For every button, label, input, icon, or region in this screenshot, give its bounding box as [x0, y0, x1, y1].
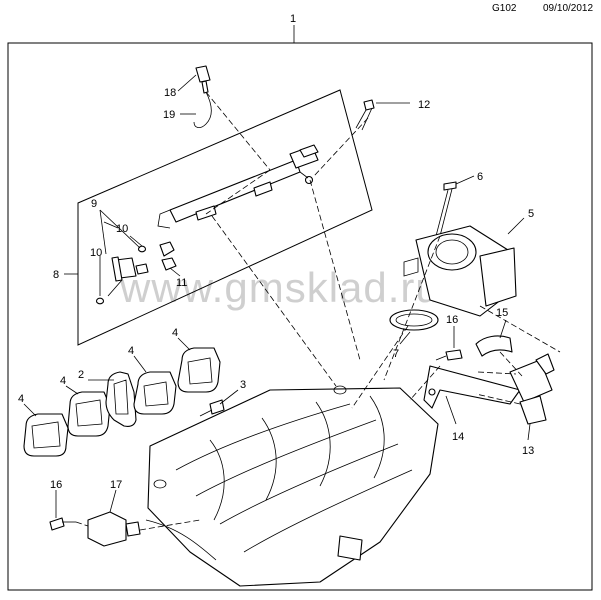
- gasket-4: [133, 371, 177, 415]
- injector-o-ring-upper: [137, 245, 147, 253]
- callout-8: 8: [53, 269, 59, 281]
- callout-5: 5: [528, 208, 534, 220]
- fuel-rail-kit-box: [77, 89, 373, 346]
- callout-2: 2: [78, 369, 84, 381]
- vacuum-hose: [475, 335, 513, 357]
- rail-bolt: [355, 99, 375, 131]
- map-sensor: [87, 511, 141, 547]
- callout-3: 3: [240, 379, 246, 391]
- purge-valve: [509, 353, 555, 425]
- callout-4-b: 4: [60, 375, 66, 387]
- gasket-3: [105, 371, 137, 427]
- watermark: www.gmsklad.ru: [119, 264, 440, 311]
- callout-18: 18: [164, 87, 176, 99]
- gasket-1: [23, 413, 69, 457]
- fuel-rail: [157, 144, 319, 229]
- mounting-bracket: [423, 365, 521, 409]
- throttle-gasket: [389, 309, 439, 331]
- callout-10-upper: 10: [116, 223, 128, 235]
- assembly-frame: [7, 42, 593, 591]
- callout-16-lower: 16: [50, 479, 62, 491]
- callout-14: 14: [452, 431, 464, 443]
- intake-manifold: [145, 385, 439, 587]
- callout-12: 12: [418, 99, 430, 111]
- fuel-injector: [107, 256, 149, 297]
- callout-11: 11: [176, 277, 187, 289]
- gasket-5: [177, 347, 221, 393]
- callout-7: 7: [393, 348, 399, 360]
- callout-15: 15: [496, 307, 508, 319]
- callout-10-lower: 10: [90, 247, 102, 259]
- sensor-harness: [193, 91, 212, 128]
- callout-4-a: 4: [18, 393, 24, 405]
- callout-6: 6: [477, 171, 483, 183]
- pressure-sensor: [195, 65, 211, 94]
- callout-17: 17: [110, 479, 122, 491]
- header-date: 09/10/2012: [543, 3, 593, 14]
- callout-4-c: 4: [128, 345, 134, 357]
- callout-19: 19: [163, 109, 175, 121]
- callout-16-upper: 16: [446, 314, 458, 326]
- throttle-bolt: [435, 181, 457, 237]
- header-code: G102: [492, 3, 517, 14]
- injector-o-ring-lower: [95, 297, 105, 305]
- callout-1: 1: [290, 13, 296, 25]
- callout-4-d: 4: [172, 327, 178, 339]
- bolt-upper: [445, 349, 463, 361]
- throttle-body: [403, 225, 517, 317]
- callout-9: 9: [91, 198, 97, 210]
- bolt-lower: [49, 517, 65, 531]
- injector-clip: [159, 241, 175, 257]
- retaining-clip: [161, 257, 177, 271]
- gasket-2: [67, 391, 111, 437]
- callout-13: 13: [522, 445, 534, 457]
